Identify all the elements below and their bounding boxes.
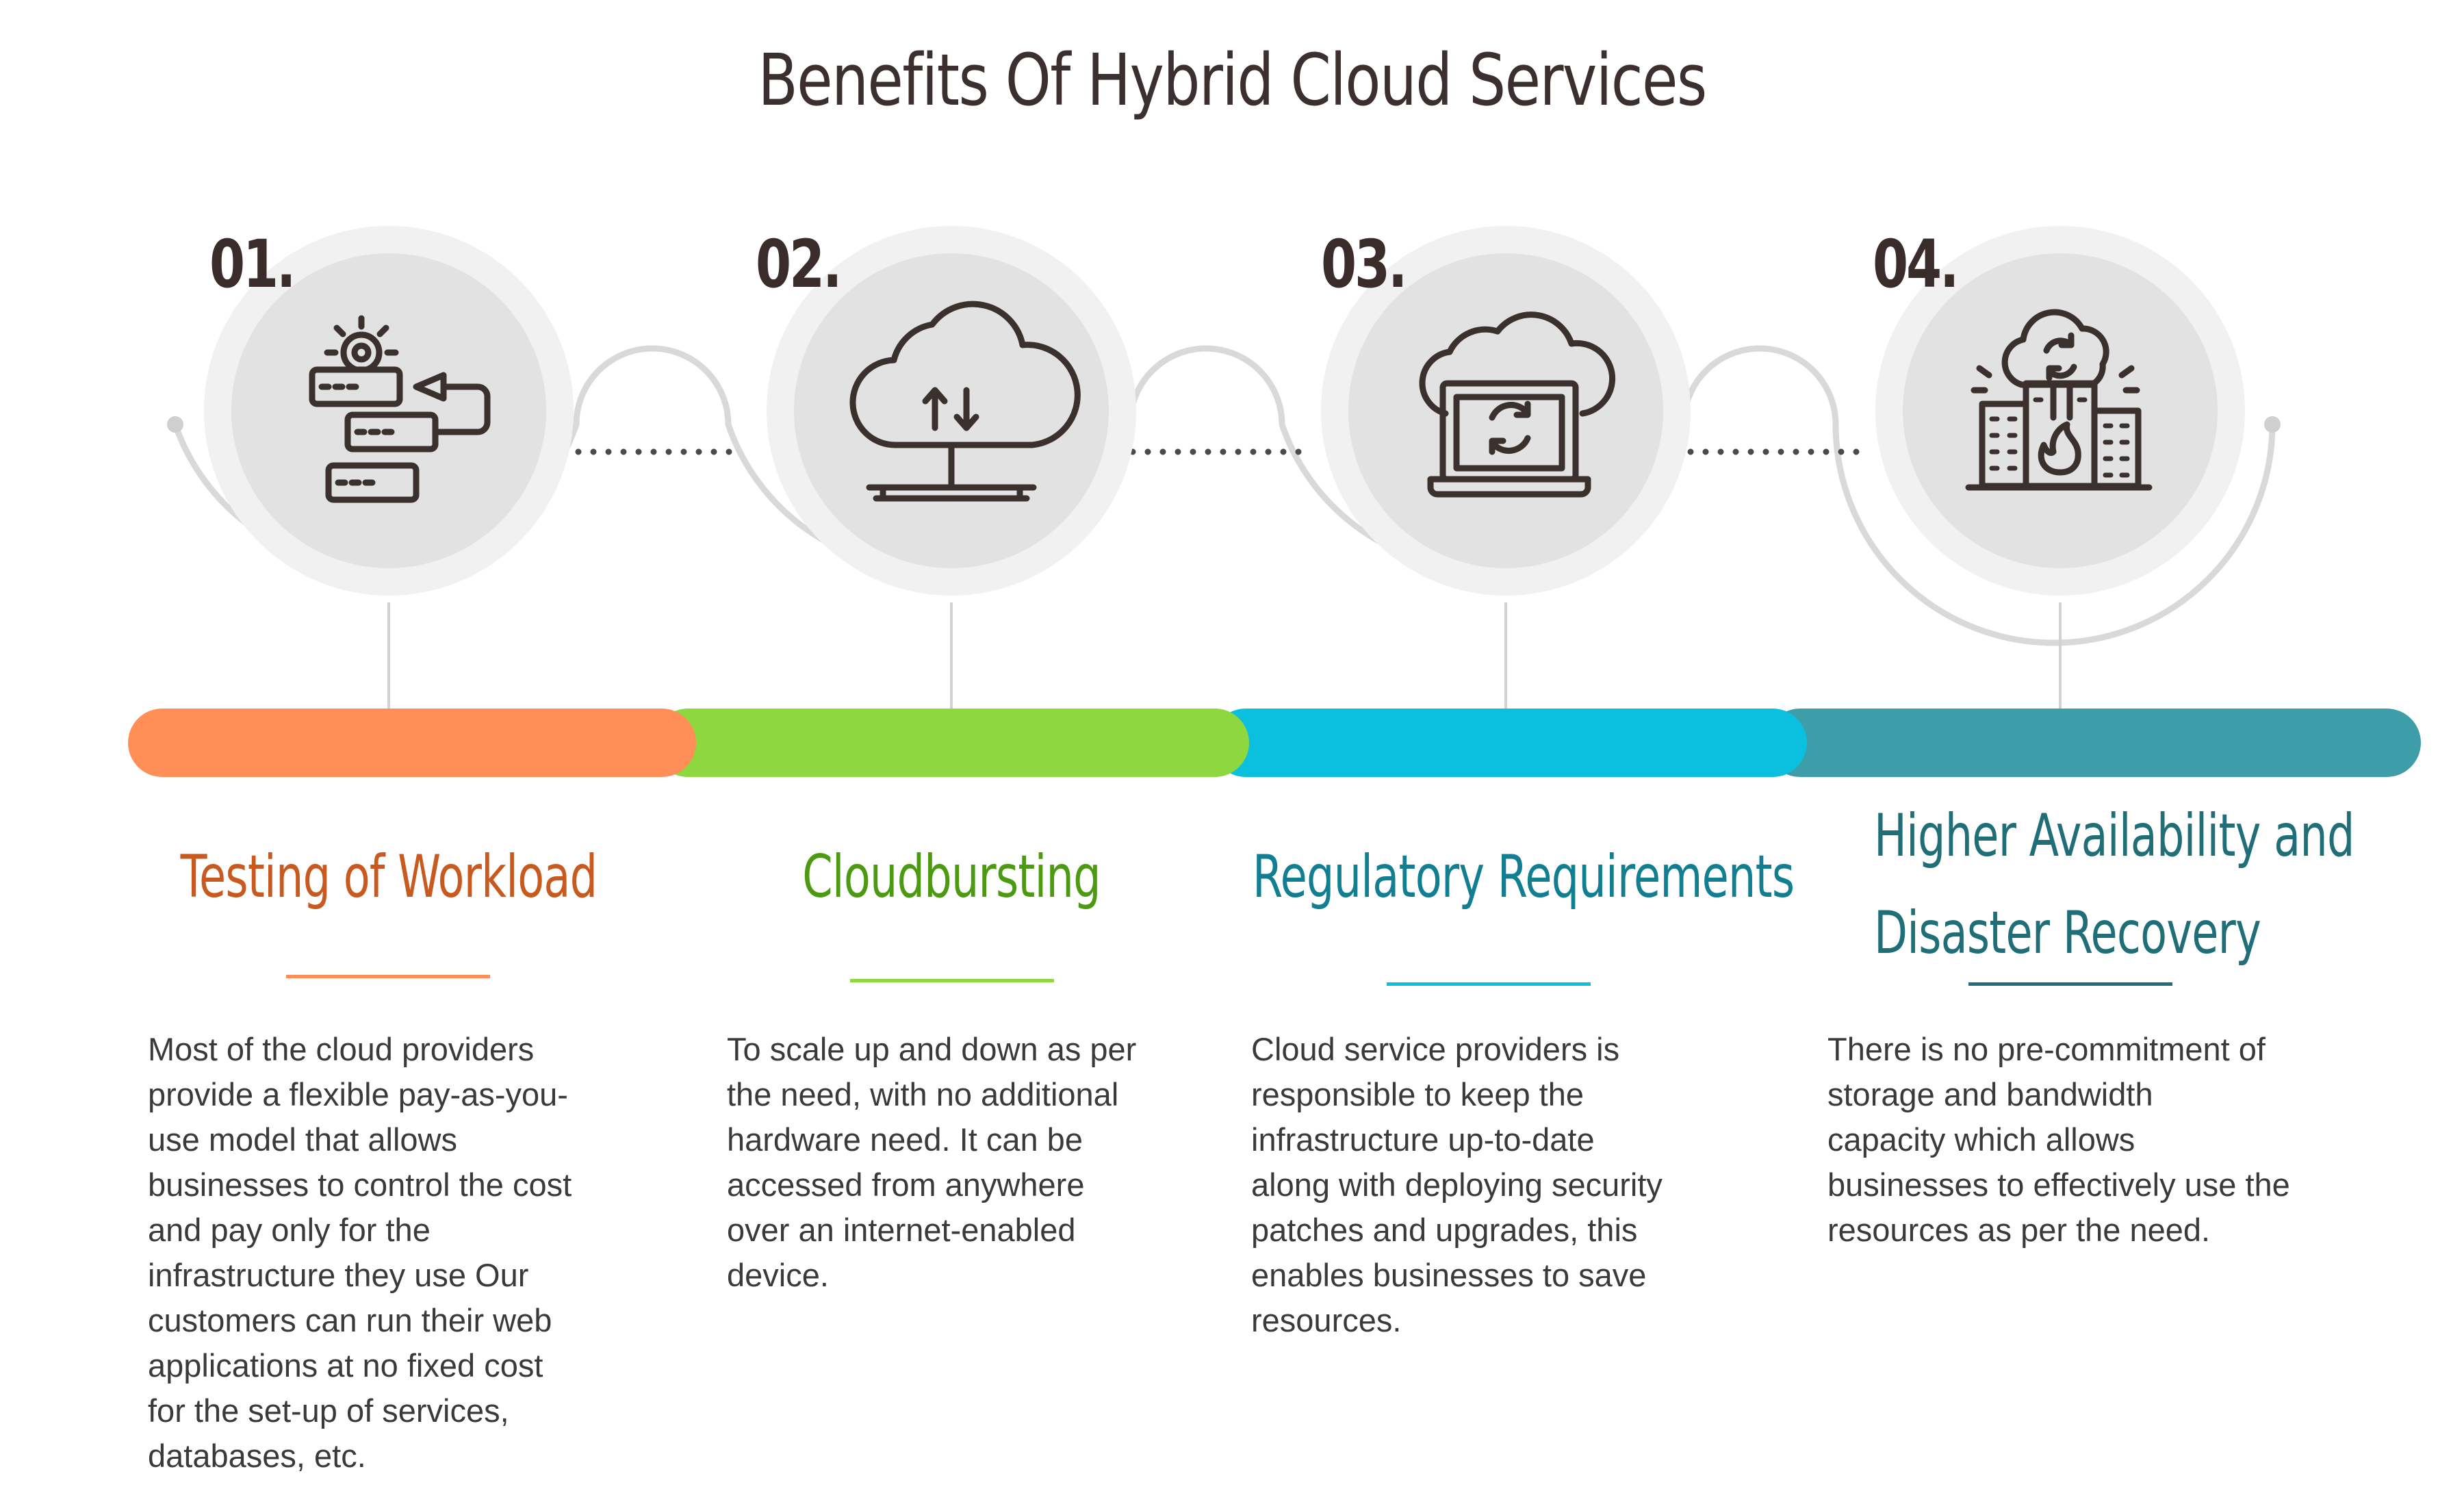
step-description: Cloud service providers is responsible t… xyxy=(1251,1031,1663,1338)
connector-arc xyxy=(172,345,2276,646)
workload-process-icon xyxy=(309,315,491,503)
step-heading-line: Higher Availability and xyxy=(1874,802,2354,870)
step-number: 04. xyxy=(1873,226,1959,303)
step-circle xyxy=(1321,226,1691,596)
timeline-segment-4 xyxy=(1766,709,2421,777)
step-heading: Cloudbursting xyxy=(802,843,1101,911)
step-number: 01. xyxy=(209,226,296,303)
heading-underline xyxy=(286,975,490,978)
timeline-segment-1 xyxy=(128,709,696,777)
step-description: Most of the cloud providers provide a fl… xyxy=(148,1031,572,1474)
connector-end-dot xyxy=(167,416,183,433)
step-description: To scale up and down as per the need, wi… xyxy=(727,1031,1137,1293)
step-number: 02. xyxy=(756,226,842,303)
cloud-laptop-sync-icon xyxy=(1419,311,1616,498)
step-heading: Regulatory Requirements xyxy=(1253,843,1795,911)
step-description: There is no pre-commitment of storage an… xyxy=(1827,1031,2290,1248)
heading-underline xyxy=(850,979,1054,982)
page-title: Benefits Of Hybrid Cloud Services xyxy=(758,38,1707,122)
timeline-segment-3 xyxy=(1211,709,1807,777)
step-number: 03. xyxy=(1321,226,1407,303)
heading-underline xyxy=(1968,982,2172,986)
disaster-recovery-icon xyxy=(1965,309,2153,491)
step-heading-line: Disaster Recovery xyxy=(1874,899,2261,967)
step-circle xyxy=(204,226,574,596)
step-heading: Testing of Workload xyxy=(180,843,598,911)
timeline-segment-2 xyxy=(654,709,1249,777)
cloud-transfer-icon xyxy=(849,301,1081,502)
heading-underline xyxy=(1387,982,1591,986)
connector-end-dot xyxy=(2264,416,2281,433)
step-heading: Higher Availability and Disaster Recover… xyxy=(1874,787,2354,982)
